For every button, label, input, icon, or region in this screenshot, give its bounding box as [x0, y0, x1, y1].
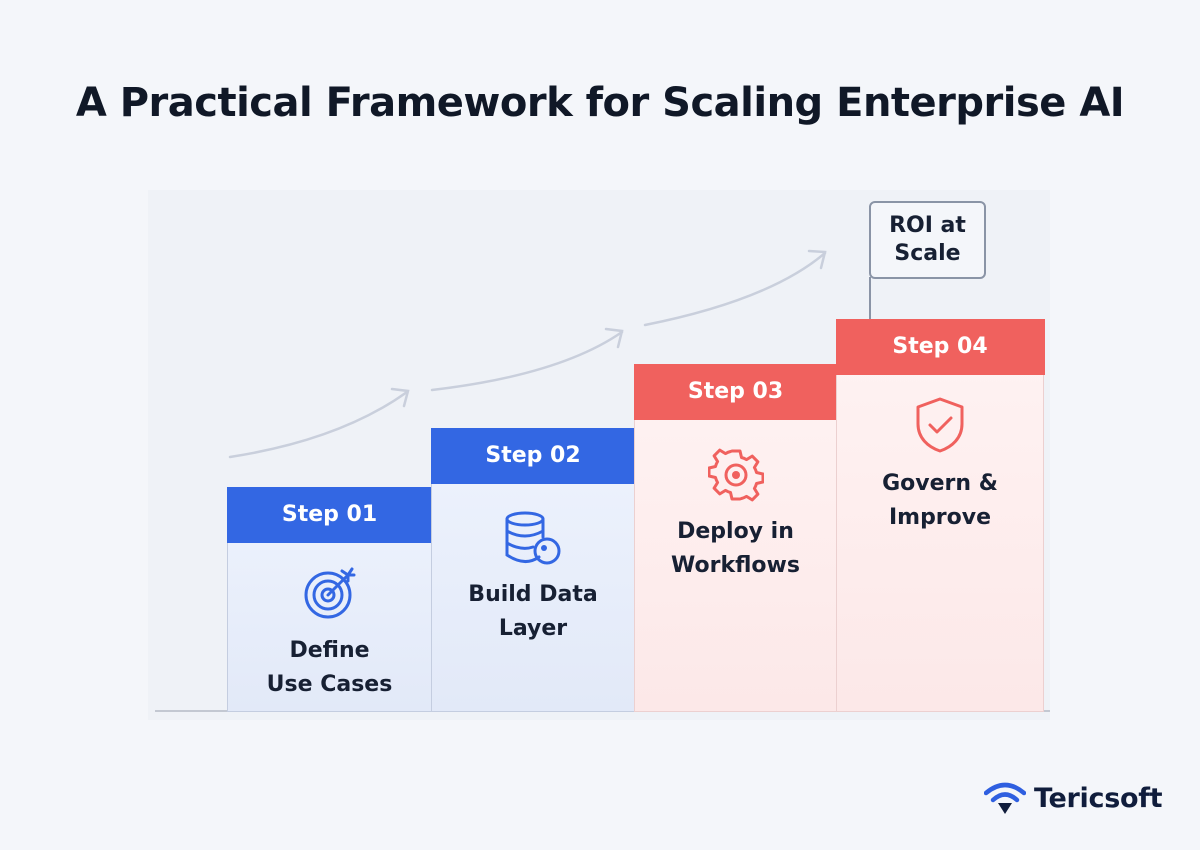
step-01-label-line2: Use Cases: [266, 672, 393, 697]
step-01-label: Define Use Cases: [228, 634, 431, 702]
step-01-label-line1: Define: [289, 638, 370, 663]
step-03-label-line2: Workflows: [671, 553, 800, 578]
callout-connector: [869, 277, 871, 319]
roi-callout: ROI at Scale: [869, 201, 986, 279]
growth-arrow-1-head: [390, 387, 410, 408]
step-03-label-line1: Deploy in: [677, 519, 794, 544]
step-01-header: Step 01: [226, 486, 433, 543]
step-04-label-line2: Improve: [888, 505, 992, 530]
growth-arrow-2-head: [604, 327, 624, 349]
wifi-arrow-icon: [984, 782, 1026, 814]
shield-check-icon: [914, 396, 966, 458]
target-icon: [302, 565, 358, 625]
step-04-label: Govern & Improve: [837, 467, 1043, 535]
gear-icon: [707, 447, 764, 507]
step-04-card: Step 04 Govern & Improve: [835, 318, 1045, 712]
step-02-label-line1: Build Data: [468, 582, 598, 607]
roi-callout-line1: ROI at: [889, 213, 966, 238]
step-03-card: Step 03 Deploy in Workflows: [633, 363, 838, 712]
brand-name: Tericsoft: [1034, 782, 1163, 814]
growth-arrow-3: [643, 251, 827, 327]
step-03-label: Deploy in Workflows: [635, 515, 836, 583]
growth-arrow-3-head: [807, 249, 827, 270]
roi-callout-line2: Scale: [894, 241, 961, 266]
database-icon: [503, 511, 563, 571]
page-title: A Practical Framework for Scaling Enterp…: [75, 80, 1125, 126]
step-02-header: Step 02: [430, 427, 636, 484]
growth-arrow-2: [430, 330, 624, 392]
growth-arrow-1: [228, 390, 409, 459]
step-03-header: Step 03: [633, 363, 838, 420]
step-01-card: Step 01 Define Use Cases: [226, 486, 433, 712]
step-04-label-line1: Govern &: [882, 471, 998, 496]
step-04-header: Step 04: [835, 318, 1045, 375]
brand-logo: Tericsoft: [984, 778, 1163, 818]
step-02-label: Build Data Layer: [432, 578, 634, 646]
step-02-label-line2: Layer: [498, 616, 568, 641]
step-02-card: Step 02 Build Data Layer: [430, 427, 636, 712]
